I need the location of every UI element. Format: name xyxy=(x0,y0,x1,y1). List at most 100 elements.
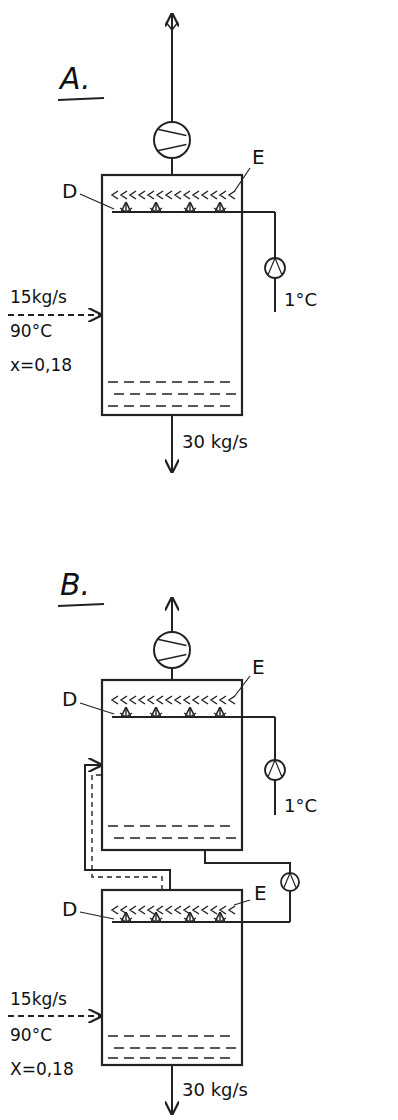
part-label: E xyxy=(252,656,265,678)
part-label: D xyxy=(62,688,77,710)
part-label: E xyxy=(254,882,267,904)
liquid-level xyxy=(108,1057,236,1059)
demister xyxy=(112,696,235,704)
leader-line xyxy=(234,168,250,192)
compressor-symbol xyxy=(158,129,187,135)
spray-nozzle xyxy=(120,918,126,922)
spray-nozzle xyxy=(219,708,220,717)
spray-nozzle xyxy=(219,913,220,922)
coolant-pipe xyxy=(274,278,276,312)
demister xyxy=(112,191,235,199)
liquid-level xyxy=(108,381,236,383)
spray-nozzle xyxy=(150,208,156,212)
temperature: 1°C xyxy=(284,796,317,816)
vapour-pipe xyxy=(171,668,173,680)
spray-pipe xyxy=(112,921,290,923)
vapour-duct xyxy=(92,775,162,890)
leader-line xyxy=(80,912,114,919)
concentration: X=0,18 xyxy=(10,1060,74,1079)
spray-nozzle xyxy=(220,208,226,212)
liquid-level xyxy=(114,393,236,395)
leader-line xyxy=(80,703,114,714)
spray-nozzle xyxy=(220,918,226,922)
vessel-shell xyxy=(102,890,242,1065)
spray-nozzle xyxy=(125,708,126,717)
spray-nozzle xyxy=(150,713,156,717)
spray-nozzle xyxy=(214,918,220,922)
spray-nozzle xyxy=(120,713,126,717)
section-label: B. xyxy=(60,568,90,601)
pump-symbol xyxy=(268,760,282,777)
spray-nozzle xyxy=(214,208,220,212)
vapour-pipe xyxy=(166,22,178,30)
feed-line xyxy=(8,1015,101,1017)
spray-nozzle xyxy=(155,708,156,717)
temperature: 90°C xyxy=(10,322,52,341)
outlet-line xyxy=(171,415,173,472)
flow-rate: 15kg/s xyxy=(10,288,67,307)
vapour-pipe xyxy=(171,158,173,175)
coolant-pipe xyxy=(274,780,276,815)
spray-nozzle xyxy=(190,918,196,922)
spray-pipe xyxy=(112,716,275,718)
part-label: D xyxy=(62,180,77,202)
coolant-pipe xyxy=(274,212,276,258)
flow-rate: 15kg/s xyxy=(10,990,67,1009)
pump-symbol xyxy=(284,873,297,888)
spray-nozzle xyxy=(190,208,196,212)
circulation-pipe xyxy=(205,850,290,873)
concentration: x=0,18 xyxy=(10,356,72,375)
spray-nozzle xyxy=(156,713,162,717)
pump-symbol xyxy=(265,760,285,780)
spray-pipe xyxy=(112,211,275,213)
compressor-symbol xyxy=(154,632,190,668)
temperature: 90°C xyxy=(10,1026,52,1045)
spray-nozzle xyxy=(214,713,220,717)
compressor-symbol xyxy=(158,655,187,661)
spray-nozzle xyxy=(126,208,132,212)
spray-nozzle xyxy=(156,208,162,212)
part-label: D xyxy=(62,898,77,920)
outlet-line xyxy=(171,1065,173,1114)
leader-line xyxy=(234,900,250,905)
coolant-pipe xyxy=(274,717,276,760)
compressor-symbol xyxy=(158,145,187,151)
spray-nozzle xyxy=(184,208,190,212)
liquid-level xyxy=(108,825,236,827)
liquid-level xyxy=(114,837,236,839)
spray-nozzle xyxy=(156,918,162,922)
liquid-level xyxy=(114,1047,236,1049)
flow-rate: 30 kg/s xyxy=(182,432,248,452)
pump-symbol xyxy=(281,873,299,891)
spray-nozzle xyxy=(126,918,132,922)
flow-rate: 30 kg/s xyxy=(182,1080,248,1100)
spray-nozzle xyxy=(126,713,132,717)
liquid-level xyxy=(108,1035,236,1037)
liquid-level xyxy=(108,405,236,407)
spray-nozzle xyxy=(125,913,126,922)
feed-line xyxy=(8,314,101,316)
spray-nozzle xyxy=(184,918,190,922)
spray-nozzle xyxy=(219,203,220,212)
spray-nozzle xyxy=(184,713,190,717)
spray-nozzle xyxy=(120,208,126,212)
compressor-symbol xyxy=(154,122,190,158)
compressor-symbol xyxy=(158,639,187,645)
spray-nozzle xyxy=(155,913,156,922)
circulation-pipe xyxy=(289,891,291,922)
title-underline xyxy=(58,98,104,100)
spray-nozzle xyxy=(189,708,190,717)
spray-nozzle xyxy=(189,913,190,922)
vessel-shell xyxy=(102,680,242,850)
demister xyxy=(112,906,235,914)
spray-nozzle xyxy=(220,713,226,717)
vapour-duct xyxy=(85,765,170,890)
vapour-pipe xyxy=(171,598,173,632)
pump-symbol xyxy=(268,258,282,275)
part-label: E xyxy=(252,146,265,168)
pump-symbol xyxy=(265,258,285,278)
leader-line xyxy=(234,676,250,697)
temperature: 1°C xyxy=(284,290,317,310)
leader-line xyxy=(80,194,114,209)
